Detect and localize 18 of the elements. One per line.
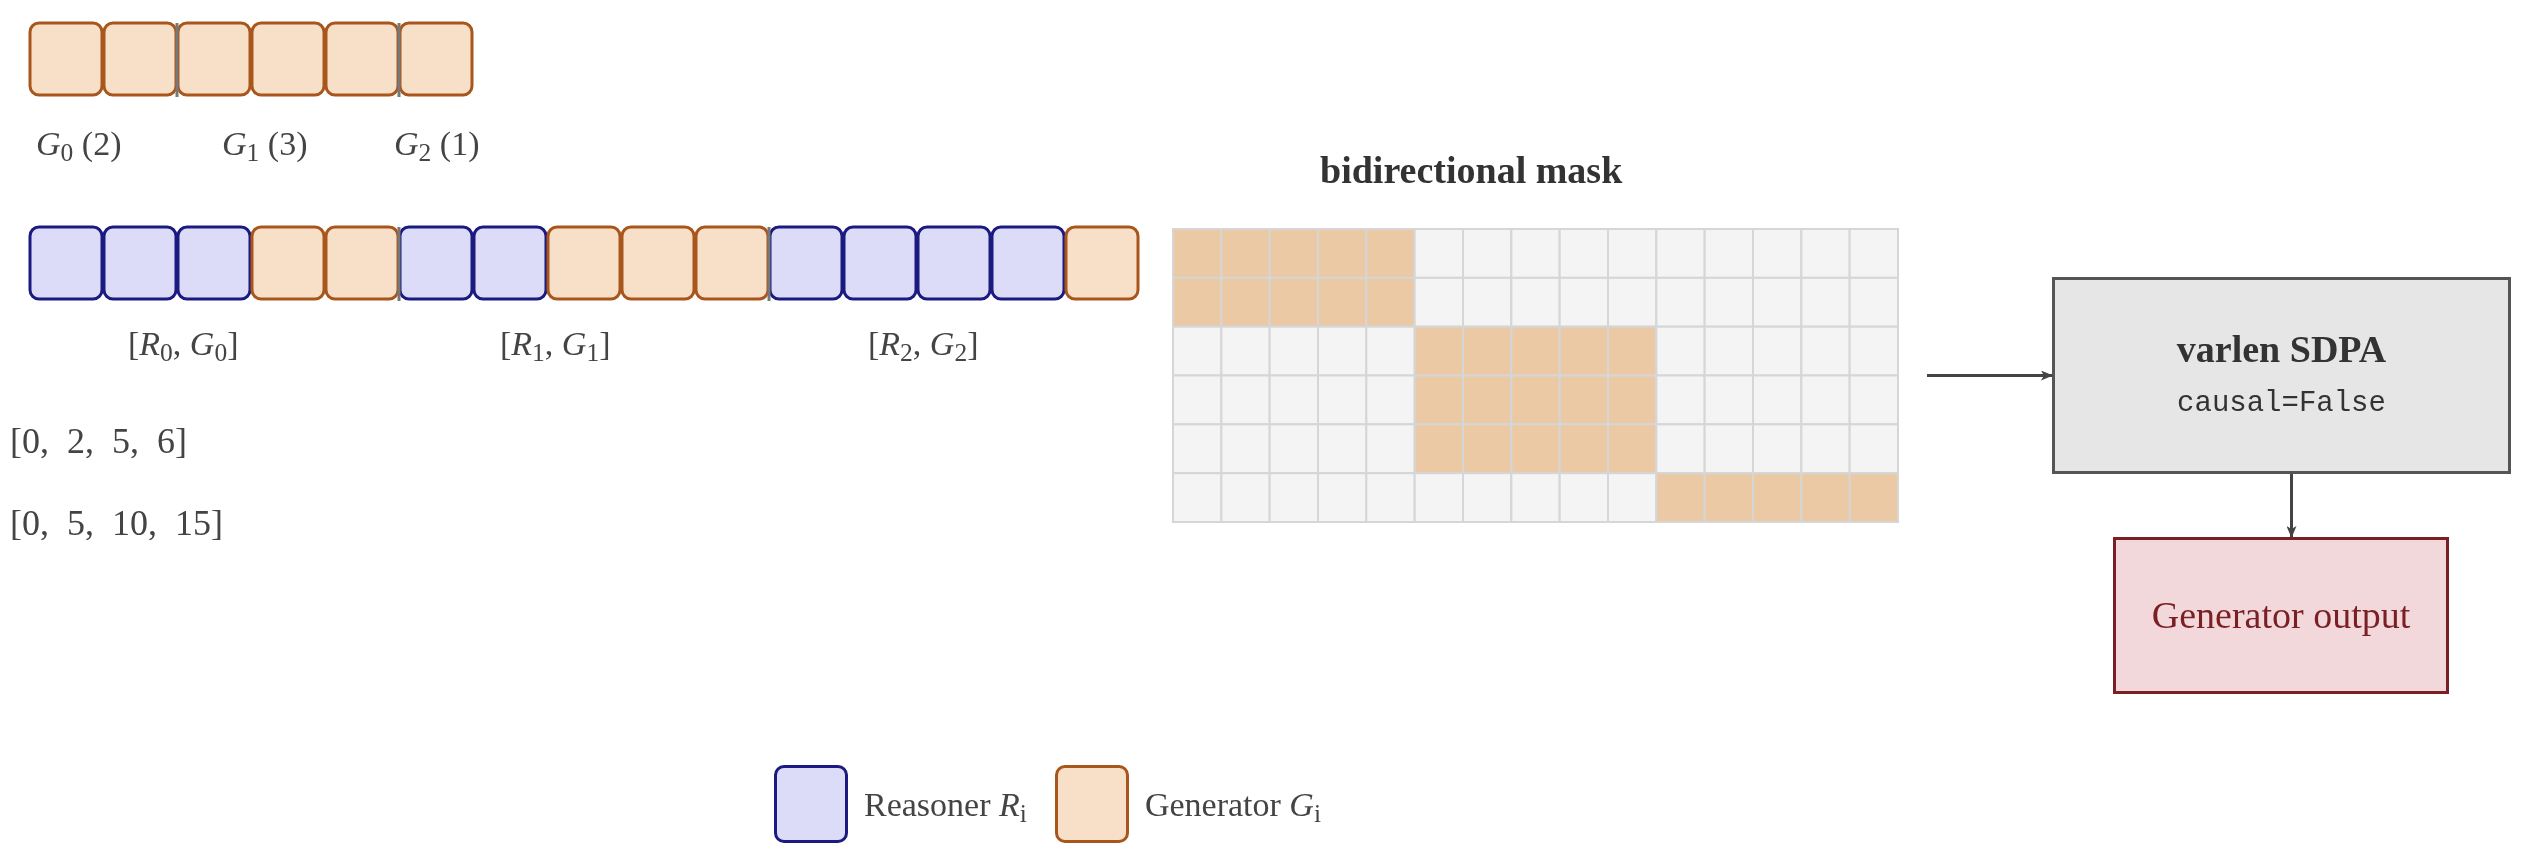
mask-title: bidirectional mask [1320,148,1623,193]
process-box [2113,537,2449,694]
math-label: [0, 5, 10, 15] [10,502,223,545]
math-label: [0, 2, 5, 6] [10,420,187,463]
code-text: causal=False [2177,385,2386,422]
arrow [2286,474,2297,538]
math-label: [R$_{0}$, G$_{0}$] [128,324,239,369]
math-label: [R$_{1}$, G$_{1}$] [500,324,611,369]
math-label: G$_{2}$ (1) [394,124,480,169]
box-title: Generator output [2150,592,2412,638]
arrow [1927,370,2053,381]
process-box [2052,277,2511,474]
math-label: [R$_{2}$, G$_{2}$] [868,324,979,369]
legend-label: Reasoner R$_{i}$ [864,784,1027,830]
math-label: G$_{0}$ (2) [36,124,122,169]
legend-label: Generator G$_{i}$ [1144,784,1321,830]
math-label: G$_{1}$ (3) [222,124,308,169]
box-title: varlen SDPA [2176,327,2387,372]
